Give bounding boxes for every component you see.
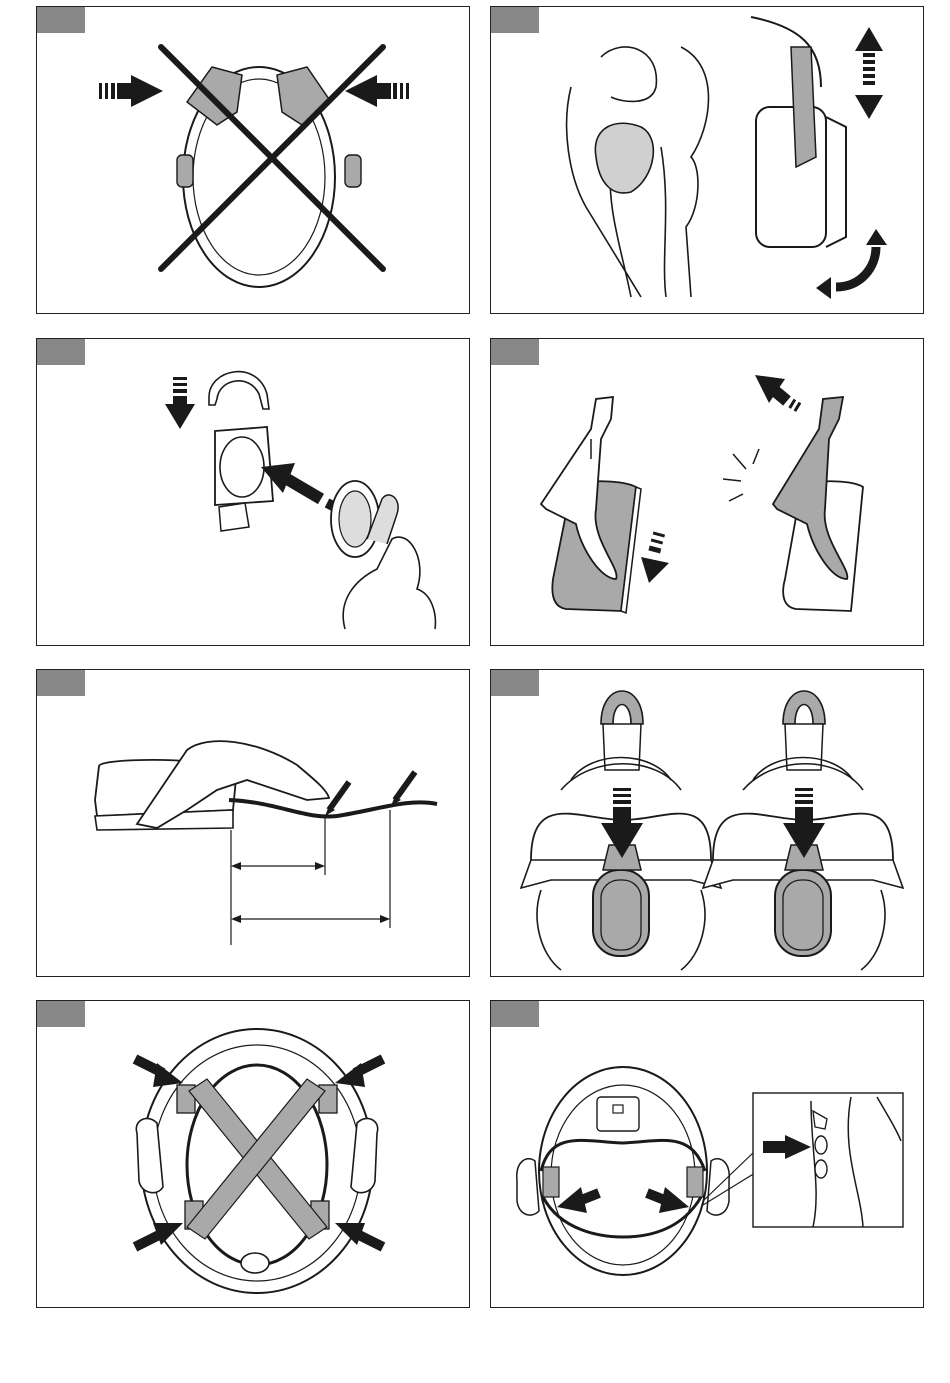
remove-cushion-icon [491, 339, 924, 646]
arrow-right-icon [99, 75, 163, 107]
panel-4 [490, 338, 924, 646]
panel-1 [36, 6, 470, 314]
do-not-squeeze-headband-icon [37, 7, 470, 314]
panel-8 [490, 1000, 924, 1308]
arrow-left-icon [345, 75, 409, 107]
panel-3 [36, 338, 470, 646]
adjust-cup-height-icon [491, 7, 924, 314]
panel-6 [490, 669, 924, 977]
do-not-mount-inside-icon [37, 1001, 470, 1308]
attach-arm-to-cup-icon [37, 339, 470, 646]
pencil-icon [325, 782, 349, 816]
measure-cable-icon [37, 670, 470, 977]
helmet-slot-detail-icon [491, 1001, 924, 1308]
panel-5 [36, 669, 470, 977]
panel-7 [36, 1000, 470, 1308]
attach-to-helmet-icon [491, 670, 924, 977]
panel-2 [490, 6, 924, 314]
